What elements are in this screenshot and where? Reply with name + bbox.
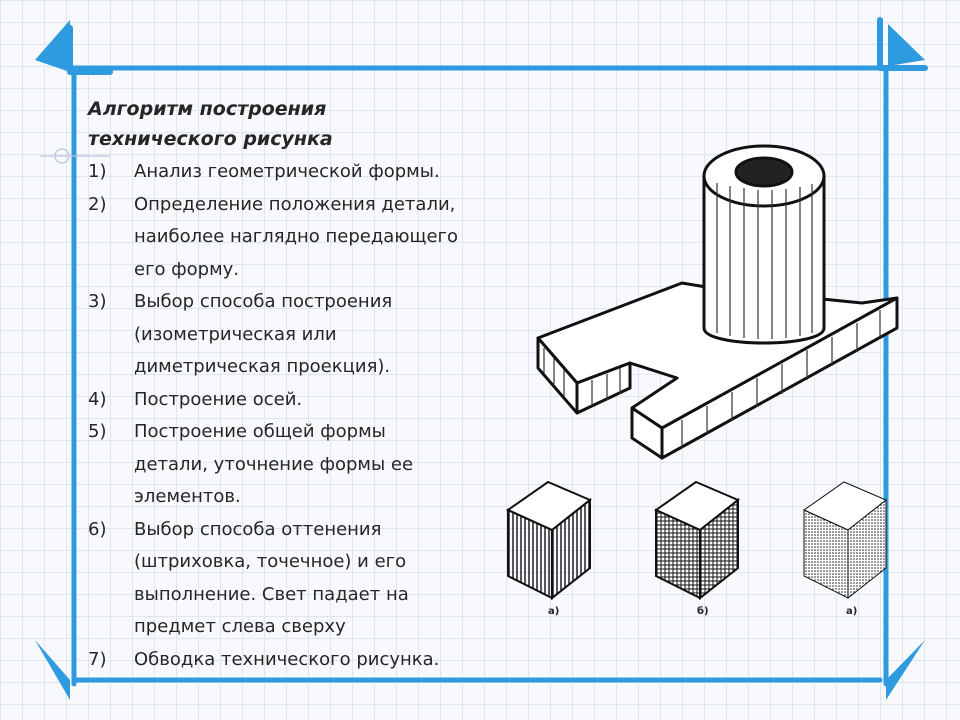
step-number: 3) <box>88 291 107 312</box>
algorithm-step: 7) Обводка технического рисунка. <box>88 644 528 677</box>
cube-label-b: б) <box>697 606 709 617</box>
algorithm-steps-list: 1) Анализ геометрической формы. 2) Определе… <box>88 156 528 676</box>
title-line-1: Алгоритм построения <box>88 98 327 120</box>
algorithm-step: 3) Выбор способа построения (изометрическа… <box>88 286 528 384</box>
step-text-line: диметрическая проекция). <box>134 356 391 377</box>
step-text-line: Выбор способа оттенения <box>134 518 382 540</box>
step-text-line: элементов. <box>134 486 241 507</box>
title-line-2: технического рисунка <box>88 128 333 150</box>
step-text-line: наиболее наглядно передающего <box>134 226 458 247</box>
step-number: 7) <box>88 648 107 670</box>
step-text-line: Обводка технического рисунка. <box>134 648 440 670</box>
step-number: 1) <box>88 161 107 182</box>
cube-hatching <box>505 480 592 601</box>
step-text-line: (изометрическая или <box>134 323 337 345</box>
step-number: 4) <box>88 388 107 410</box>
slide-title: Алгоритм построения технического рисунка <box>88 94 508 154</box>
step-text-line: Построение осей. <box>134 388 303 410</box>
isometric-part-icon <box>536 144 899 460</box>
step-text-line: предмет слева сверху <box>134 616 346 637</box>
cube-stippling <box>802 481 887 600</box>
step-text: Обводка технического рисунка. <box>134 644 528 677</box>
step-text-line: (штриховка, точечное) и его <box>134 551 407 572</box>
algorithm-step: 4) Построение осей. <box>88 384 528 417</box>
step-number: 6) <box>88 518 107 540</box>
step-text-line: его форму. <box>134 258 240 280</box>
algorithm-step: 5) Построение общей формы детали, уточнени… <box>88 416 528 514</box>
step-text-line: Выбор способа построения <box>134 291 393 312</box>
cube-label-a: а) <box>548 606 560 617</box>
cube-crosshatch <box>653 480 740 601</box>
algorithm-step: 2) Определение положения детали, наиболее … <box>88 189 528 287</box>
step-text: Построение осей. <box>134 384 528 417</box>
step-text-line: Анализ геометрической формы. <box>134 161 440 182</box>
step-text: Выбор способа оттенения (штриховка, точеч… <box>134 514 528 644</box>
step-text: Анализ геометрической формы. <box>134 156 528 189</box>
step-text-line: детали, уточнение формы ее <box>134 453 414 475</box>
step-text: Выбор способа построения (изометрическая … <box>134 286 528 384</box>
step-number: 2) <box>88 193 107 215</box>
step-text: Построение общей формы детали, уточнение … <box>134 416 528 514</box>
shading-examples <box>505 480 887 601</box>
step-text-line: Построение общей формы <box>134 421 386 442</box>
cube-label-c: а) <box>846 606 858 617</box>
algorithm-step: 1) Анализ геометрической формы. <box>88 156 528 189</box>
step-text: Определение положения детали, наиболее на… <box>134 189 528 287</box>
algorithm-step: 6) Выбор способа оттенения (штриховка, точ… <box>88 514 528 644</box>
step-number: 5) <box>88 421 107 442</box>
step-text-line: выполнение. Свет падает на <box>134 583 409 605</box>
step-text-line: Определение положения детали, <box>134 193 456 215</box>
